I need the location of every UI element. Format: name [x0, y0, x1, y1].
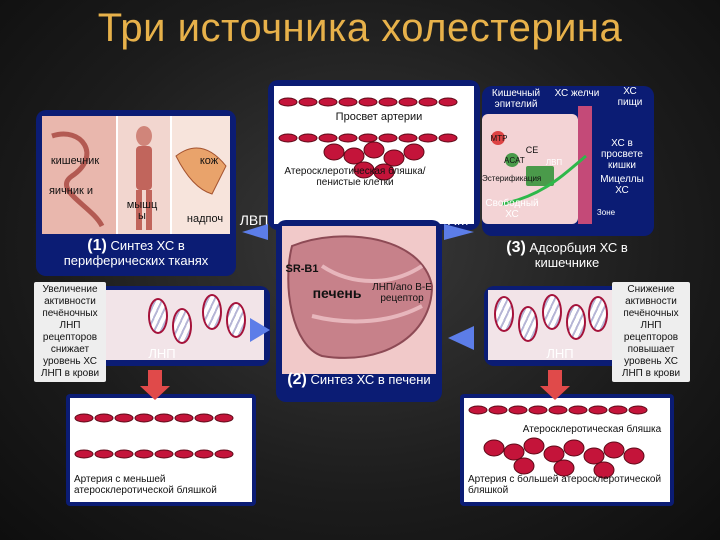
food-chol-label: ХС пищи — [610, 86, 650, 108]
artery-lumen-label: Просвет артерии — [324, 112, 434, 123]
chol-in-lumen-label: ХС в просвете кишки — [594, 138, 650, 171]
ce-label: CE — [522, 146, 542, 155]
arrow-icon — [548, 370, 562, 386]
esterif-label: Эстерификация — [482, 174, 522, 183]
adrenal-label: надпоч — [182, 214, 228, 225]
micelles-label: Мицеллы ХС — [594, 174, 650, 196]
ldl-particle-icon — [148, 298, 168, 334]
bottom-left-panel: Артерия с меньшей атеросклеротической бл… — [66, 394, 256, 506]
right-note: Снижение активности печёночных ЛНП рецеп… — [612, 282, 690, 382]
step2-number: (2) — [287, 371, 307, 388]
step2-text: Синтез ХС в печени — [310, 372, 430, 387]
left-note: Увеличение активности печёночных ЛНП рец… — [34, 282, 106, 382]
step2-label: (2) Синтез ХС в печени — [276, 372, 442, 387]
artery-image: Просвет артерии Атеросклеротическая бляш… — [274, 86, 474, 224]
step1-number: (1) — [87, 237, 107, 254]
liver-image: SR-B1 печень ЛНП/апо B-E рецептор — [282, 226, 436, 374]
bottom-right-image: Атеросклеротическая бляшка Артерия с бол… — [464, 398, 670, 502]
bottom-right-panel: Атеросклеротическая бляшка Артерия с бол… — [460, 394, 674, 506]
page-title: Три источника холестерина — [0, 6, 720, 51]
bottom-right-caption: Артерия с большей атеросклеротической бл… — [468, 474, 666, 496]
liver-label: печень — [302, 286, 372, 301]
top-lvp-label: ЛВП — [305, 204, 355, 219]
left-lvp-label: ЛВП — [234, 213, 274, 228]
free-chol-label: Свободный ХС — [482, 198, 542, 220]
intestine-ldl-label: ЛВП — [534, 158, 574, 167]
sr-b1-label: SR-B1 — [282, 264, 322, 275]
step3-number: (3) — [506, 239, 526, 256]
hm-label: ХМ — [438, 213, 478, 228]
arrow-icon — [448, 326, 474, 350]
right-ldl-label: ЛНП — [540, 346, 580, 361]
ldl-particle-icon — [542, 294, 562, 330]
plaque-label: Атеросклеротическая бляшка/ пенистые кле… — [280, 166, 430, 188]
ldl-particle-icon — [566, 304, 586, 340]
ldl-particle-icon — [588, 296, 608, 332]
receptor-label: ЛНП/апо B-E рецептор — [368, 282, 436, 304]
ldl-particle-icon — [226, 302, 246, 338]
blood-cells-illustration — [274, 86, 474, 224]
ldl-particle-icon — [518, 306, 538, 342]
ldl-particle-icon — [172, 308, 192, 344]
step3-label: (3) Адсорбция ХС в кишечнике — [482, 240, 652, 270]
skin-label: кож — [192, 156, 226, 167]
bottom-left-caption: Артерия с меньшей атеросклеротической бл… — [74, 474, 248, 496]
acat-label: ACAT — [504, 156, 524, 165]
bottom-right-plaque-label: Атеросклеротическая бляшка — [514, 424, 670, 435]
liver-panel: SR-B1 печень ЛНП/апо B-E рецептор (2) Си… — [276, 220, 442, 402]
tissues-image: кишечник яичник и кож мышц ы надпоч — [42, 116, 230, 234]
ovaries-label: яичник и — [46, 186, 96, 197]
bottom-left-image: Артерия с меньшей атеросклеротической бл… — [70, 398, 252, 502]
ldl-particle-icon — [202, 294, 222, 330]
mtp-label: MTP — [490, 134, 508, 143]
arrow-icon — [148, 370, 162, 386]
bile-chol-label: ХС желчи — [554, 88, 600, 99]
step1-text: Синтез ХС в периферических тканях — [64, 238, 209, 268]
ldl-particle-icon — [494, 296, 514, 332]
left-ldl-label: ЛНП — [142, 346, 182, 361]
epithelium-label: Кишечный эпителий — [484, 88, 548, 110]
artery-panel: Просвет артерии Атеросклеротическая бляш… — [268, 80, 480, 230]
step1-label: (1) Синтез ХС в периферических тканях — [42, 238, 230, 268]
intestine-tissue-label: кишечник — [46, 156, 104, 167]
muscles-label: мышц ы — [122, 200, 162, 222]
zoned-label: Зоне — [586, 208, 626, 217]
step3-text: Адсорбция ХС в кишечнике — [529, 240, 627, 270]
intestine-panel: Кишечный эпителий ХС желчи ХС пищи CE MT… — [482, 86, 654, 236]
tissues-panel: кишечник яичник и кож мышц ы надпоч (1) … — [36, 110, 236, 276]
